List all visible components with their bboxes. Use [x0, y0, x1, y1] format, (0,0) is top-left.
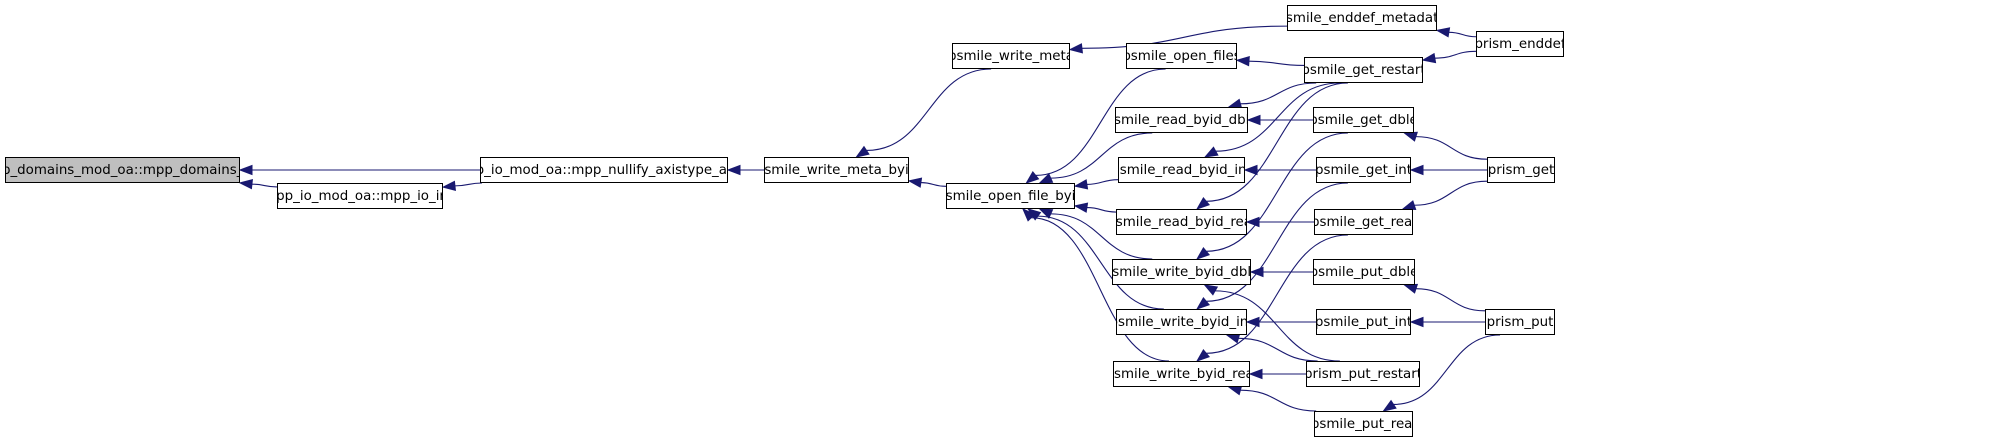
edge-n_nullify-to-n_ioinit: [454, 182, 483, 187]
node-psmile-write-meta[interactable]: psmile_write_meta: [952, 43, 1070, 69]
arrowhead-n_ioinit: [441, 180, 456, 192]
arrowhead-n_gd: [1403, 131, 1418, 142]
node-psmile-write-byid-real[interactable]: psmile_write_byid_real: [1113, 361, 1250, 387]
node-psmile-get-restart[interactable]: psmile_get_restart: [1304, 57, 1423, 83]
edge-n_ioinit-to-n_init: [251, 183, 278, 188]
arrowhead-n_pr: [1382, 399, 1397, 412]
node-psmile-put-real[interactable]: psmile_put_real: [1314, 411, 1413, 437]
node-psmile-put-dble[interactable]: psmile_put_dble: [1313, 259, 1415, 285]
node-prism-get[interactable]: prism_get: [1487, 157, 1555, 183]
arrowhead-n_wbi: [1225, 333, 1241, 344]
edge-n_gr-to-n_wbr: [1206, 234, 1348, 354]
arrowhead-n_gi: [1409, 164, 1424, 176]
arrowhead-n_init: [238, 164, 253, 176]
node-mpp-domains-init: mpp_domains_mod_oa::mpp_domains_init: [5, 157, 240, 183]
edge-n_pr-to-n_wbr: [1240, 389, 1317, 412]
arrowhead-n_wm: [1068, 43, 1083, 54]
edge-n_rbd-to-n_ofb: [1050, 132, 1153, 179]
edge-n_grst-to-n_rbr: [1206, 82, 1348, 202]
edge-n_wbr-to-n_ofb: [1031, 217, 1170, 362]
node-psmile-put-int[interactable]: psmile_put_int: [1316, 309, 1411, 335]
node-psmile-open-file-byid[interactable]: psmile_open_file_byid: [946, 183, 1075, 209]
arrowhead-n_pd: [1403, 283, 1419, 294]
arrowhead-n_wbd: [1195, 246, 1211, 260]
node-psmile-write-byid-dble[interactable]: psmile_write_byid_dble: [1112, 259, 1251, 285]
edge-n_enddef-to-n_enddef_meta: [1448, 31, 1477, 38]
arrowhead-n_ofb: [1073, 202, 1089, 213]
arrowhead-n_wmb: [907, 177, 923, 188]
arrowhead-n_ofb: [1022, 207, 1036, 222]
arrowhead-n_grst: [1421, 52, 1437, 64]
edge-n_gd-to-n_wbd: [1206, 132, 1348, 252]
edge-n_wbi-to-n_ofb: [1037, 215, 1164, 310]
node-mpp-nullify-axistype-array[interactable]: mpp_io_mod_oa::mpp_nullify_axistype_arra…: [480, 157, 728, 183]
node-psmile-read-byid-int[interactable]: psmile_read_byid_int: [1118, 157, 1245, 183]
arrowhead-n_rbi: [1203, 146, 1219, 158]
arrowhead-n_ofb: [1038, 208, 1054, 219]
node-psmile-enddef-metadata[interactable]: psmile_enddef_metadata: [1287, 5, 1437, 31]
node-psmile-read-byid-real[interactable]: psmile_read_byid_real: [1116, 209, 1247, 235]
node-prism-put[interactable]: prism_put: [1485, 309, 1555, 335]
edge-n_enddef-to-n_grst: [1434, 50, 1477, 59]
node-mpp-io-init[interactable]: mpp_io_mod_oa::mpp_io_init: [277, 183, 443, 209]
arrowhead-n_wbr: [1227, 385, 1243, 396]
edge-n_grst-to-n_rbi: [1215, 82, 1340, 152]
arrowhead-n_ofb: [1073, 179, 1089, 190]
arrowhead-n_nullify: [726, 164, 741, 176]
arrowhead-n_wbd: [1203, 284, 1219, 296]
arrowhead-n_wmb: [855, 145, 870, 158]
edge-n_openfiles-to-n_ofb: [1035, 68, 1166, 176]
edge-n_pput-to-n_pr: [1393, 334, 1501, 405]
edge-n_pget-to-n_gr: [1414, 180, 1488, 206]
edge-n_wm-to-n_wmb: [866, 68, 992, 151]
node-psmile-open-files[interactable]: psmile_open_files: [1126, 43, 1237, 69]
arrowhead-n_wbi: [1195, 296, 1211, 310]
node-psmile-read-byid-dble[interactable]: psmile_read_byid_dble: [1115, 107, 1248, 133]
arrowhead-n_init: [238, 179, 253, 190]
edge-n_grst-to-n_rbd: [1240, 82, 1317, 105]
node-psmile-get-int[interactable]: psmile_get_int: [1316, 157, 1411, 183]
edge-n_ofb-to-n_wmb: [920, 182, 947, 187]
edge-n_prst-to-n_wbi: [1238, 337, 1318, 362]
arrowhead-n_ofb: [1038, 173, 1054, 184]
arrowhead-n_ofb: [1025, 171, 1040, 184]
edge-n_pget-to-n_gd: [1415, 136, 1488, 160]
arrowhead-n_rbd: [1246, 114, 1261, 126]
edge-n_grst-to-n_openfiles: [1248, 60, 1305, 66]
arrowhead-n_enddef_meta: [1435, 27, 1451, 38]
node-prism-enddef[interactable]: prism_enddef: [1476, 31, 1564, 57]
edge-n_rbi-to-n_ofb: [1086, 179, 1119, 185]
arrowhead-n_wbr: [1248, 368, 1263, 380]
node-psmile-get-real[interactable]: psmile_get_real: [1314, 209, 1413, 235]
arrowhead-n_rbi: [1243, 164, 1258, 176]
node-psmile-write-byid-int[interactable]: psmile_write_byid_int: [1116, 309, 1247, 335]
arrowhead-n_pi: [1409, 316, 1424, 328]
arrowhead-n_openfiles: [1235, 56, 1250, 67]
arrowhead-n_wbr: [1195, 348, 1211, 362]
edge-n_enddef_meta-to-n_wm: [1081, 25, 1288, 49]
edge-n_gi-to-n_wbi: [1206, 182, 1348, 302]
node-psmile-write-meta-byid[interactable]: psmile_write_meta_byid: [764, 157, 909, 183]
arrowhead-n_rbr: [1195, 196, 1211, 210]
node-prism-put-restart[interactable]: prism_put_restart: [1306, 361, 1420, 387]
edge-n_rbr-to-n_ofb: [1086, 207, 1117, 213]
edge-n_wbd-to-n_ofb: [1050, 213, 1153, 260]
edge-n_pput-to-n_pd: [1415, 288, 1486, 312]
node-psmile-get-dble[interactable]: psmile_get_dble: [1313, 107, 1414, 133]
